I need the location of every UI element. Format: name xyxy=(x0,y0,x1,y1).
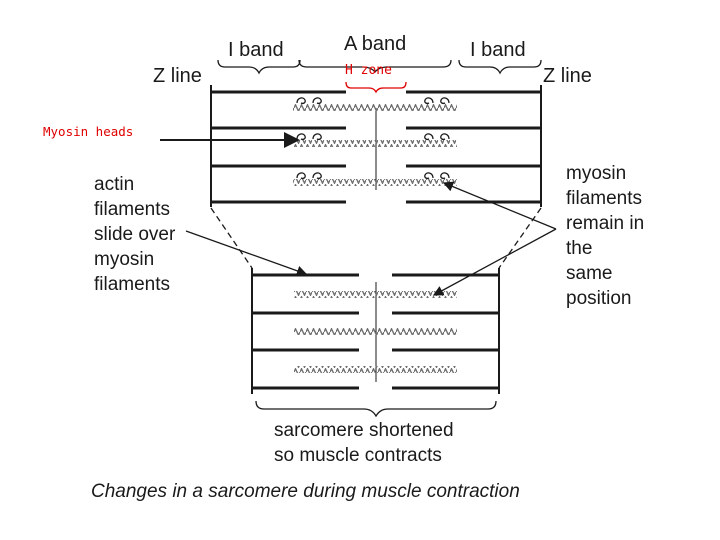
actin-text-line: myosin xyxy=(94,249,155,270)
actin-filaments-bottom xyxy=(253,273,498,390)
brace-h-zone xyxy=(345,81,407,94)
brace-i-band-right xyxy=(458,59,542,75)
myosin-heads-label: Myosin heads xyxy=(43,124,134,139)
brace-sarcomere-shortened xyxy=(255,400,497,418)
myosin-text-line: myosin xyxy=(566,163,627,184)
i-band-right-label: I band xyxy=(470,39,526,61)
myosin-text-line: same xyxy=(566,263,613,284)
myosin-remain-arrow-top xyxy=(442,181,557,230)
actin-filaments-description: actin filaments slide over myosin filame… xyxy=(94,172,175,297)
shortened-text-line: so muscle contracts xyxy=(274,445,442,466)
brace-i-band-left xyxy=(217,59,301,75)
actin-filaments-top xyxy=(212,90,540,204)
myosin-heads-top xyxy=(296,97,450,180)
brace-a-band xyxy=(298,59,452,74)
myosin-remain-arrow-bottom xyxy=(432,228,557,296)
h-zone-label: H zone xyxy=(345,63,392,78)
myosin-filaments-description: myosin filaments remain in the same posi… xyxy=(566,161,644,311)
actin-text-line: actin xyxy=(94,174,135,195)
z-line-left-label: Z line xyxy=(153,65,202,87)
myosin-text-line: filaments xyxy=(566,188,643,209)
myosin-text-line: remain in xyxy=(566,213,645,234)
z-line-right-label: Z line xyxy=(543,65,592,87)
actin-text-line: slide over xyxy=(94,224,176,245)
dashed-guides xyxy=(210,207,542,269)
actin-slide-arrow xyxy=(185,230,308,276)
figure-caption: Changes in a sarcomere during muscle con… xyxy=(91,481,520,502)
myosin-text-line: position xyxy=(566,288,632,309)
a-band-label: A band xyxy=(344,33,407,55)
actin-text-line: filaments xyxy=(94,199,171,220)
myosin-filaments-bottom xyxy=(294,291,457,373)
shortened-text-line: sarcomere shortened xyxy=(274,420,454,441)
sarcomere-shortened-description: sarcomere shortened so muscle contracts xyxy=(274,418,454,468)
myosin-filaments-top xyxy=(293,104,457,186)
actin-text-line: filaments xyxy=(94,274,171,295)
myosin-text-line: the xyxy=(566,238,593,259)
i-band-left-label: I band xyxy=(228,39,284,61)
